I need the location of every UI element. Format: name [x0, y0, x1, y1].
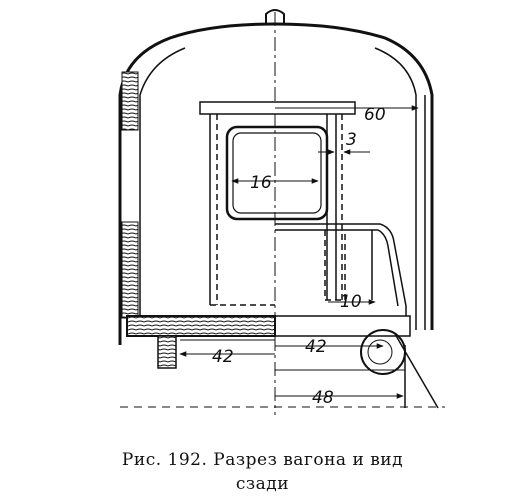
dimension-42-right: 42 — [275, 337, 384, 357]
dim-label-60: 60 — [364, 105, 386, 125]
figure-caption-line-1: Рис. 192. Разрез вагона и вид — [121, 450, 404, 470]
dimension-16: 16 — [231, 173, 319, 193]
wagon-drawing: 60 3 16 10 42 42 48 — [118, 9, 445, 415]
dim-label-10: 10 — [340, 292, 362, 312]
base-lines — [120, 339, 445, 408]
dimension-42-left: 42 — [179, 347, 275, 367]
dim-label-42-left: 42 — [212, 347, 234, 367]
dim-label-48: 48 — [312, 388, 334, 408]
window — [225, 125, 329, 221]
dimension-3: 3 — [318, 130, 370, 155]
dimension-48: 48 — [275, 388, 404, 408]
support-post — [157, 335, 177, 369]
dim-label-16: 16 — [250, 173, 272, 193]
rear-handrail — [275, 223, 407, 316]
roof-hook — [265, 9, 285, 24]
dimension-60: 60 — [275, 105, 419, 125]
dim-label-3: 3 — [346, 130, 357, 150]
buffer — [360, 329, 439, 409]
roof — [118, 22, 434, 345]
dimension-10: 10 — [328, 292, 376, 312]
floor-beam — [126, 315, 411, 337]
dim-label-42-right: 42 — [305, 337, 327, 357]
left-wall-hatching — [121, 71, 139, 319]
figure-caption-line-2: сзади — [235, 474, 290, 494]
door-frame — [209, 114, 343, 306]
